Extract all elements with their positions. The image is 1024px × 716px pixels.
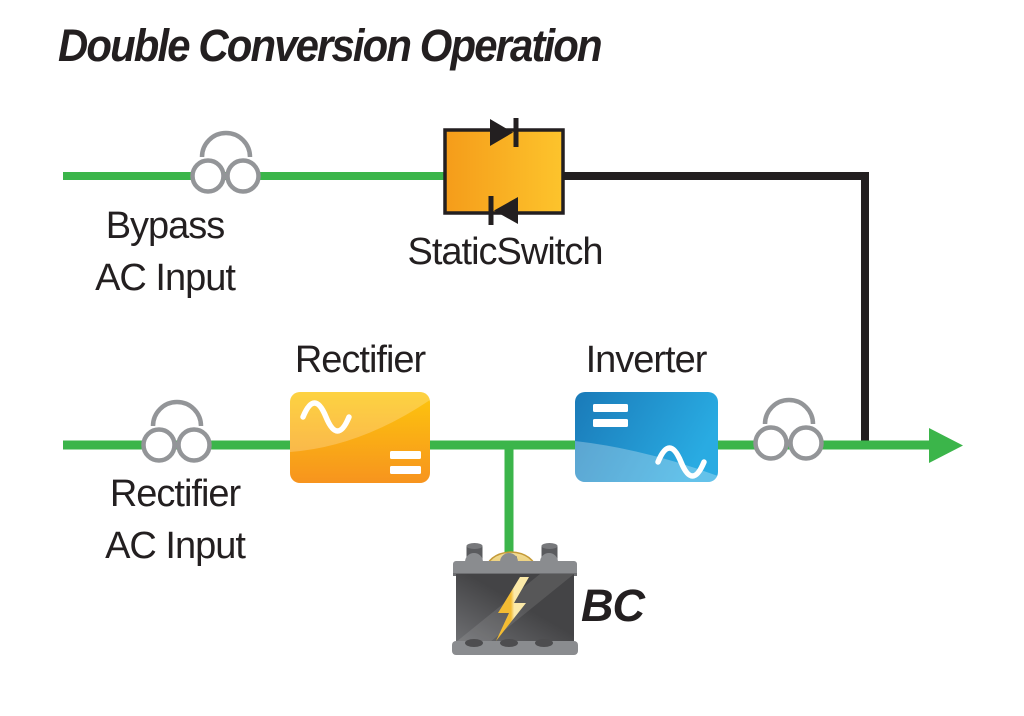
dc-equals-icon <box>390 451 421 474</box>
static-switch-block <box>443 118 565 225</box>
base-notch <box>535 639 553 647</box>
battery-icon <box>452 543 578 655</box>
rectifier-label: Rectifier <box>294 339 426 381</box>
dc-bar <box>390 466 421 474</box>
diode-bar <box>513 118 519 147</box>
rectifier-block <box>290 392 430 483</box>
dc-bar <box>593 419 628 427</box>
static-switch-box <box>443 128 565 215</box>
battery-label: BC <box>581 580 645 631</box>
sine-wave-icon <box>655 445 707 479</box>
sine-wave-icon <box>300 400 352 434</box>
breaker-arc <box>762 397 816 425</box>
bypass-input-label-line2: AC Input <box>95 257 236 299</box>
diode-bar <box>488 196 494 225</box>
diode-triangle <box>494 197 518 224</box>
diode-triangle <box>490 119 513 146</box>
breaker-contact <box>225 158 261 194</box>
dc-equals-icon <box>593 404 628 427</box>
breaker-arc <box>199 130 253 158</box>
base-notch <box>465 639 483 647</box>
rectifier-input-breaker-icon <box>141 399 212 463</box>
rectifier-input-label: Rectifier AC Input <box>50 468 300 572</box>
breaker-arc <box>150 399 204 427</box>
diode-icon <box>490 118 519 147</box>
diagram-title: Double Conversion Operation <box>58 20 603 71</box>
rectifier-input-label-line1: Rectifier <box>109 473 241 515</box>
base-notch <box>500 639 518 647</box>
bypass-input-label: Bypass AC Input <box>40 200 290 304</box>
output-breaker-icon <box>753 397 824 461</box>
breaker-contact <box>176 427 212 463</box>
inverter-block <box>575 392 718 482</box>
terminal-cap <box>541 543 558 549</box>
dc-bar <box>390 451 421 459</box>
lightning-bolt-icon <box>496 577 529 641</box>
static-switch-output-line <box>560 172 869 446</box>
dc-bar <box>593 404 628 412</box>
bypass-input-label-line1: Bypass <box>105 205 226 247</box>
breaker-contact <box>141 427 177 463</box>
breaker-contact <box>190 158 226 194</box>
breaker-contact <box>788 425 824 461</box>
battery-lid <box>453 561 577 576</box>
diode-icon <box>488 196 518 225</box>
gloss-highlight <box>575 441 718 482</box>
breaker-contact <box>753 425 789 461</box>
rectifier-input-label-line2: AC Input <box>105 525 246 567</box>
inverter-label: Inverter <box>585 339 708 381</box>
gloss-highlight <box>290 392 430 452</box>
static-switch-label: StaticSwitch <box>407 231 604 273</box>
terminal-cap <box>466 543 483 549</box>
flow-arrow-icon <box>929 428 963 463</box>
bypass-breaker-icon <box>190 130 261 194</box>
